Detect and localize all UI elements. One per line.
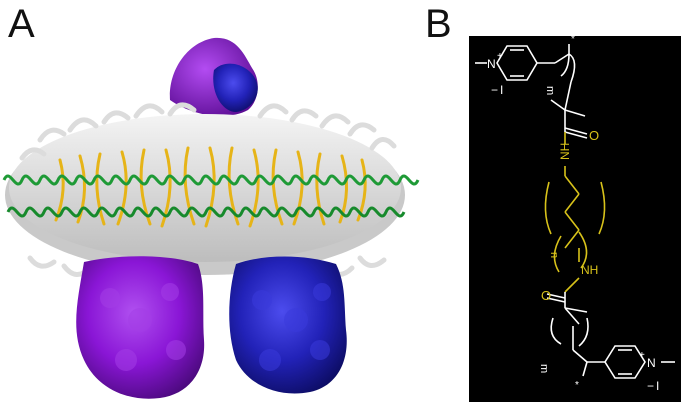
middle-chain [544,132,606,273]
top-iodide: I [500,83,503,97]
panel-b-label: B [425,2,452,46]
top-iodide-charge: − [491,83,498,97]
top-nitrogen: N [487,57,496,71]
blue-protein-domain [229,256,347,394]
bottom-oxygen: O [541,288,551,303]
bottom-m-subscript: m [538,364,550,373]
nanodisc-illustration [0,30,460,409]
top-m-subscript: m [544,86,556,95]
scaffold-helix-bottom [6,206,406,218]
bottom-iodide-charge: − [647,379,654,393]
top-nh: NH [558,143,572,160]
bottom-pyridinium-ring [604,345,675,379]
bottom-carbonyl [546,292,605,377]
chemical-structure: N + I − * m O [475,34,675,393]
purple-protein-domain [76,256,205,399]
bottom-charge: + [639,350,645,361]
chemical-structure-panel: N + I − * m O [469,34,681,402]
top-backbone [550,44,586,132]
scaffold-helix-top [2,174,420,186]
bottom-nitrogen: N [647,356,656,370]
bottom-star: * [575,380,579,391]
panel-a-label: A [8,2,35,46]
bottom-linker [564,277,580,293]
top-charge: + [497,51,503,62]
nanodisc-render [2,37,420,399]
bottom-nh: NH [581,263,598,277]
top-pyridinium-ring [475,45,555,81]
top-carbonyl [564,127,588,139]
top-star: * [571,36,575,45]
n-subscript: n [548,252,560,258]
top-oxygen: O [589,128,599,143]
top-protein-domain [169,37,258,116]
bottom-iodide: I [656,379,659,393]
lipid-bilayer [5,102,405,285]
